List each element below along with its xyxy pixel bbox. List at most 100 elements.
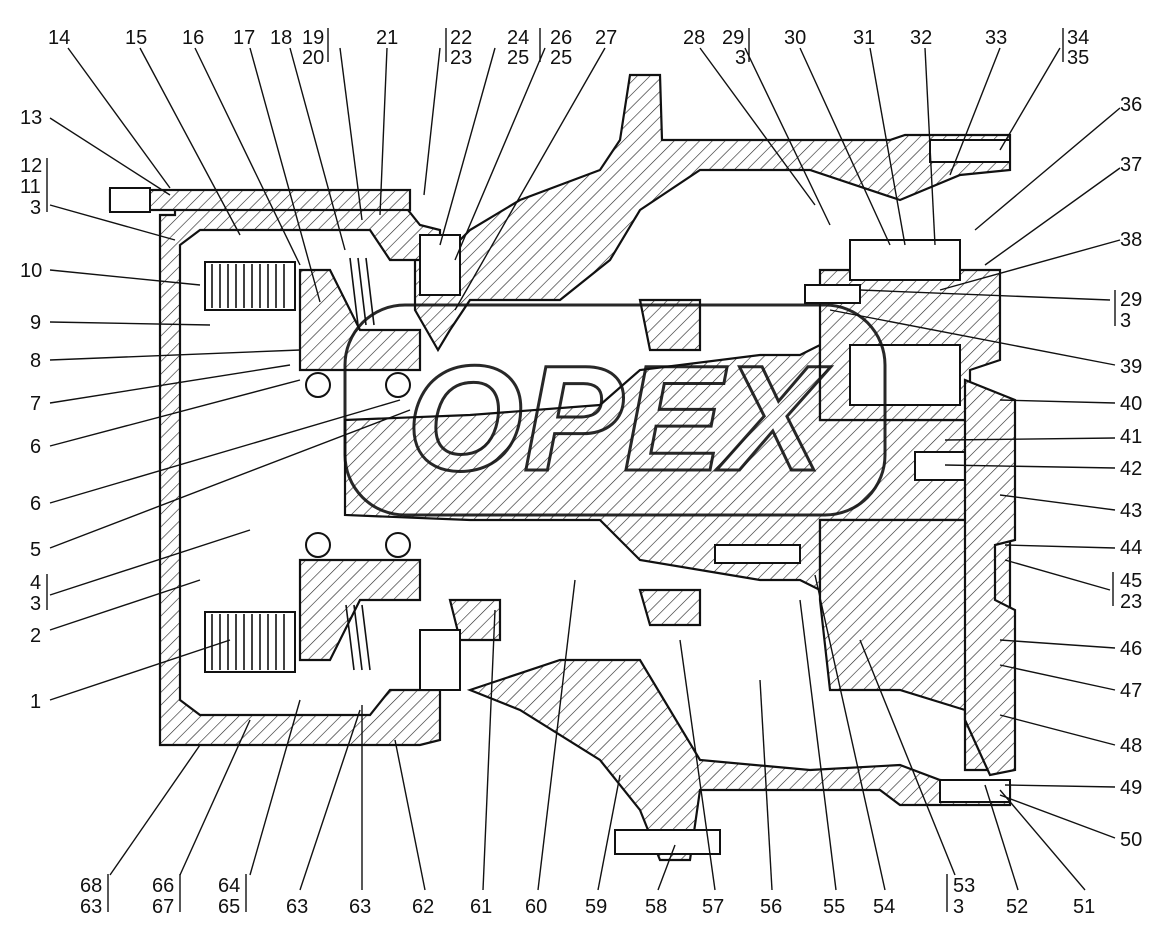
callout-21: 21	[376, 27, 398, 49]
callout-54: 54	[873, 896, 895, 918]
leader-lines	[46, 28, 1121, 912]
callout-9: 9	[30, 312, 41, 334]
callout-58: 58	[645, 896, 667, 918]
callout-13: 13	[20, 107, 42, 129]
callout-59: 59	[585, 896, 607, 918]
seal-bottom	[419, 629, 461, 691]
callout-38: 38	[1120, 229, 1142, 251]
callout-25b: 25	[550, 47, 572, 69]
brake-piston-lower	[298, 558, 422, 662]
callout-41: 41	[1120, 426, 1142, 448]
callout-15: 15	[125, 27, 147, 49]
callout-4: 4	[30, 572, 41, 594]
output-cover	[963, 378, 1017, 777]
callout-57: 57	[702, 896, 724, 918]
callout-3-left-a: 3	[30, 197, 41, 219]
callout-63-a: 63	[80, 896, 102, 918]
pin-bolt	[804, 284, 861, 304]
callout-64: 64	[218, 875, 240, 897]
callout-3-right: 3	[1120, 310, 1131, 332]
callout-51: 51	[1073, 896, 1095, 918]
callout-63-c: 63	[349, 896, 371, 918]
end-bolt	[914, 451, 966, 481]
brake-piston	[298, 268, 422, 372]
callout-40: 40	[1120, 393, 1142, 415]
callout-29: 29	[722, 27, 744, 49]
callout-61: 61	[470, 896, 492, 918]
callout-44: 44	[1120, 537, 1142, 559]
callout-16: 16	[182, 27, 204, 49]
callout-56: 56	[760, 896, 782, 918]
callout-11: 11	[20, 176, 41, 198]
callout-10: 10	[20, 260, 42, 282]
callout-6-a: 6	[30, 436, 41, 458]
callouts-top: 14 15 16 17 18 19 20 21 22 23 24 25 26 2…	[48, 27, 1089, 69]
tie-rod-head	[109, 187, 151, 213]
ring-bolt-top	[929, 139, 1011, 163]
ring-bolt-bottom	[939, 779, 1011, 803]
callout-3-bottom: 3	[953, 896, 964, 918]
callout-28: 28	[683, 27, 705, 49]
seal-top	[419, 234, 461, 296]
callout-47: 47	[1120, 680, 1142, 702]
callout-53: 53	[953, 875, 975, 897]
callout-34: 34	[1067, 27, 1089, 49]
callout-22: 22	[450, 27, 472, 49]
callout-24: 24	[507, 27, 529, 49]
callout-55: 55	[823, 896, 845, 918]
callout-52: 52	[1006, 896, 1028, 918]
callout-66: 66	[152, 875, 174, 897]
main-housing	[413, 73, 1012, 353]
taper-bearing-top	[638, 298, 702, 352]
callout-30: 30	[784, 27, 806, 49]
callout-20: 20	[302, 47, 324, 69]
callout-2: 2	[30, 625, 41, 647]
planet-gear-top	[849, 239, 961, 281]
taper-bearing-left	[448, 598, 502, 642]
taper-bearing-bottom	[638, 588, 702, 627]
callout-49: 49	[1120, 777, 1142, 799]
callout-17: 17	[233, 27, 255, 49]
section-drawing: OPEX	[108, 73, 1017, 862]
callout-3-left-b: 3	[30, 593, 41, 615]
tie-rod-top	[108, 188, 412, 212]
pin-bolt-lower	[714, 544, 801, 564]
callout-12: 12	[20, 155, 42, 177]
callout-46: 46	[1120, 638, 1142, 660]
callout-45: 45	[1120, 570, 1142, 592]
callout-23: 23	[450, 47, 472, 69]
callout-27: 27	[595, 27, 617, 49]
callout-48: 48	[1120, 735, 1142, 757]
callout-8: 8	[30, 350, 41, 372]
callout-25: 25	[507, 47, 529, 69]
callout-39: 39	[1120, 356, 1142, 378]
callouts-bottom: 68 63 66 67 64 65 63 63 62 61 60 59 58 5…	[80, 875, 1095, 918]
watermark-text: OPEX	[407, 334, 832, 502]
callout-36: 36	[1120, 94, 1142, 116]
watermark-logo: OPEX	[343, 303, 887, 517]
callout-6-b: 6	[30, 493, 41, 515]
callout-33: 33	[985, 27, 1007, 49]
callouts-right: 36 37 38 29 3 39 40 41 42 43 44 45 23 46…	[1120, 94, 1142, 851]
callout-50: 50	[1120, 829, 1142, 851]
callout-1: 1	[30, 691, 41, 713]
callout-63-b: 63	[286, 896, 308, 918]
callout-65: 65	[218, 896, 240, 918]
callout-37: 37	[1120, 154, 1142, 176]
callout-26: 26	[550, 27, 572, 49]
callout-35: 35	[1067, 47, 1089, 69]
callout-42: 42	[1120, 458, 1142, 480]
callout-19: 19	[302, 27, 324, 49]
callout-14: 14	[48, 27, 70, 49]
clutch-pack-top	[204, 261, 296, 311]
callout-62: 62	[412, 896, 434, 918]
callout-43: 43	[1120, 500, 1142, 522]
callout-60: 60	[525, 896, 547, 918]
callout-67: 67	[152, 896, 174, 918]
callout-23-right: 23	[1120, 591, 1142, 613]
belleville-springs	[345, 257, 375, 671]
callout-18: 18	[270, 27, 292, 49]
clutch-pack-bottom	[204, 611, 296, 673]
callout-31: 31	[853, 27, 875, 49]
